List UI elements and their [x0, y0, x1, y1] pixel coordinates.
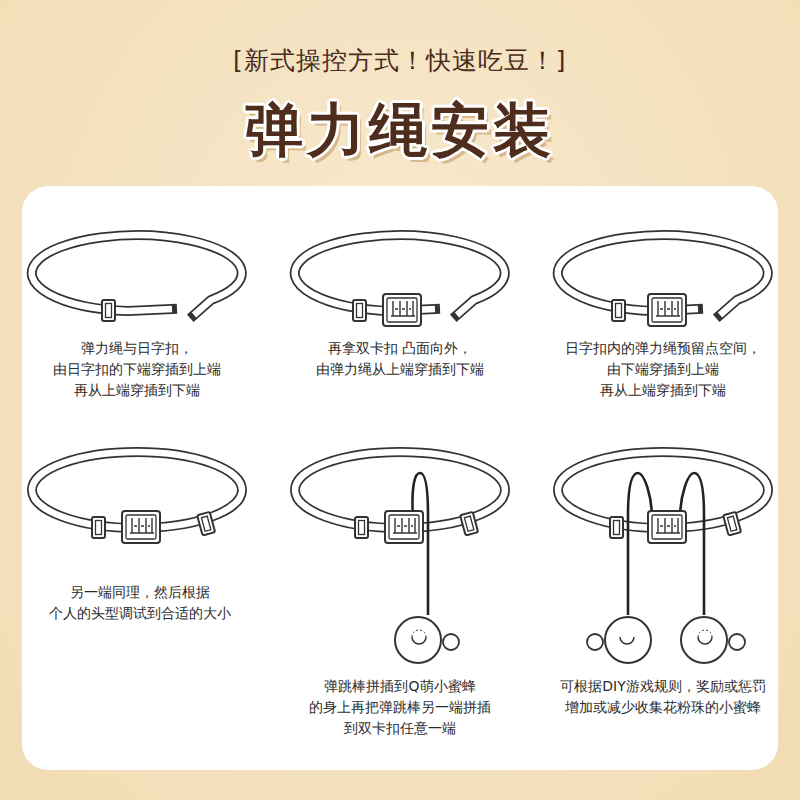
step4-figure: [32, 452, 242, 543]
step3-figure: [558, 235, 768, 326]
step-caption: 弹跳棒拼插到Q萌小蜜蜂 的身上再把弹跳棒另一端拼插 到双卡扣任意一端: [280, 676, 520, 739]
step6-figure: [558, 452, 768, 663]
step2-figure: [295, 235, 505, 326]
step1-figure: [32, 235, 242, 321]
subtitle: [新式操控方式！快速吃豆！]: [233, 44, 567, 77]
step-caption: 另一端同理，然后根据 个人的头型调试到合适的大小: [24, 582, 256, 624]
step-caption: 再拿双卡扣 凸面向外， 由弹力绳从上端穿插到下端: [284, 338, 516, 380]
step-caption: 弹力绳与日字扣， 由日字扣的下端穿插到上端 再从上端穿插到下端: [21, 338, 253, 401]
step-caption: 日字扣内的弹力绳预留点空间， 由下端穿插到上端 再从上端穿插到下端: [545, 338, 781, 401]
step5-figure: [295, 452, 505, 663]
main-title: 弹力绳安装: [245, 92, 555, 170]
step-caption: 可根据DIY游戏规则，奖励或惩罚 增加或减少收集花粉珠的小蜜蜂: [540, 676, 786, 718]
